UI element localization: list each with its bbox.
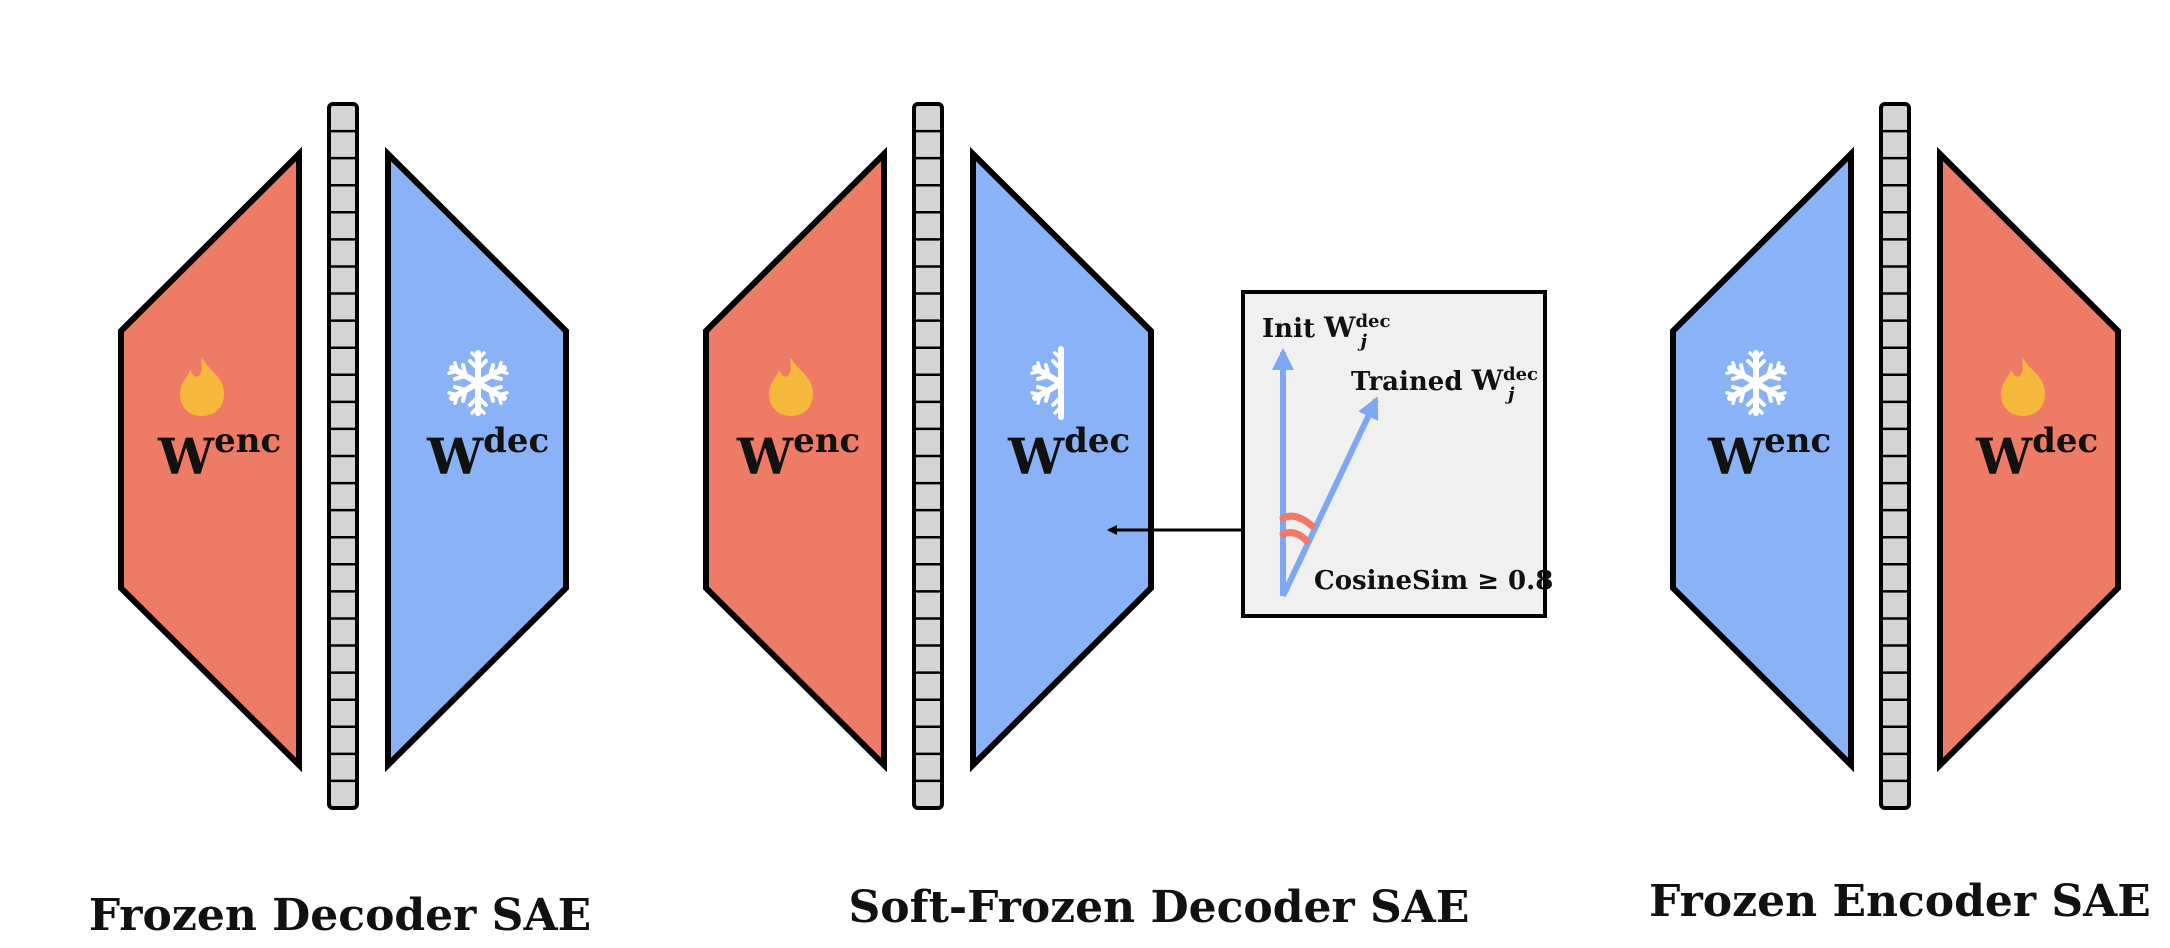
panel-caption: Soft-Frozen Decoder SAE [849, 882, 1470, 933]
panel-frozen-encoder: Wenc Wdec Frozen Encoder SAE [1649, 102, 2151, 927]
encoder-block [1670, 146, 1854, 773]
angle-arc-inner [1279, 529, 1311, 545]
decoder-block [970, 146, 1154, 773]
encoder-weight-label: Wenc [1707, 421, 1831, 486]
inset-box [1241, 290, 1547, 618]
trained-vector-arrow [1280, 396, 1379, 598]
latent-vector [912, 102, 944, 810]
decoder-block [385, 146, 569, 773]
latent-vector [1879, 102, 1911, 810]
decoder-block [1937, 146, 2121, 773]
panel-caption: Frozen Decoder SAE [89, 890, 591, 941]
encoder-weight-label: Wenc [157, 421, 281, 486]
cosine-constraint-label: CosineSim ≥ 0.8 [1314, 566, 1553, 596]
half-snowflake-icon [1031, 346, 1064, 420]
encoder-block [118, 146, 302, 773]
decoder-weight-label: Wdec [426, 421, 549, 486]
decoder-weight-label: Wdec [1975, 421, 2098, 486]
panel-caption: Frozen Encoder SAE [1649, 876, 2151, 927]
encoder-weight-label: Wenc [736, 421, 860, 486]
angle-arc-outer [1279, 512, 1316, 530]
latent-vector [327, 102, 359, 810]
encoder-block [703, 146, 887, 773]
decoder-weight-label: Wdec [1007, 421, 1130, 486]
panel-frozen-decoder: Wenc Wdec Frozen Decoder SAE [89, 102, 591, 941]
